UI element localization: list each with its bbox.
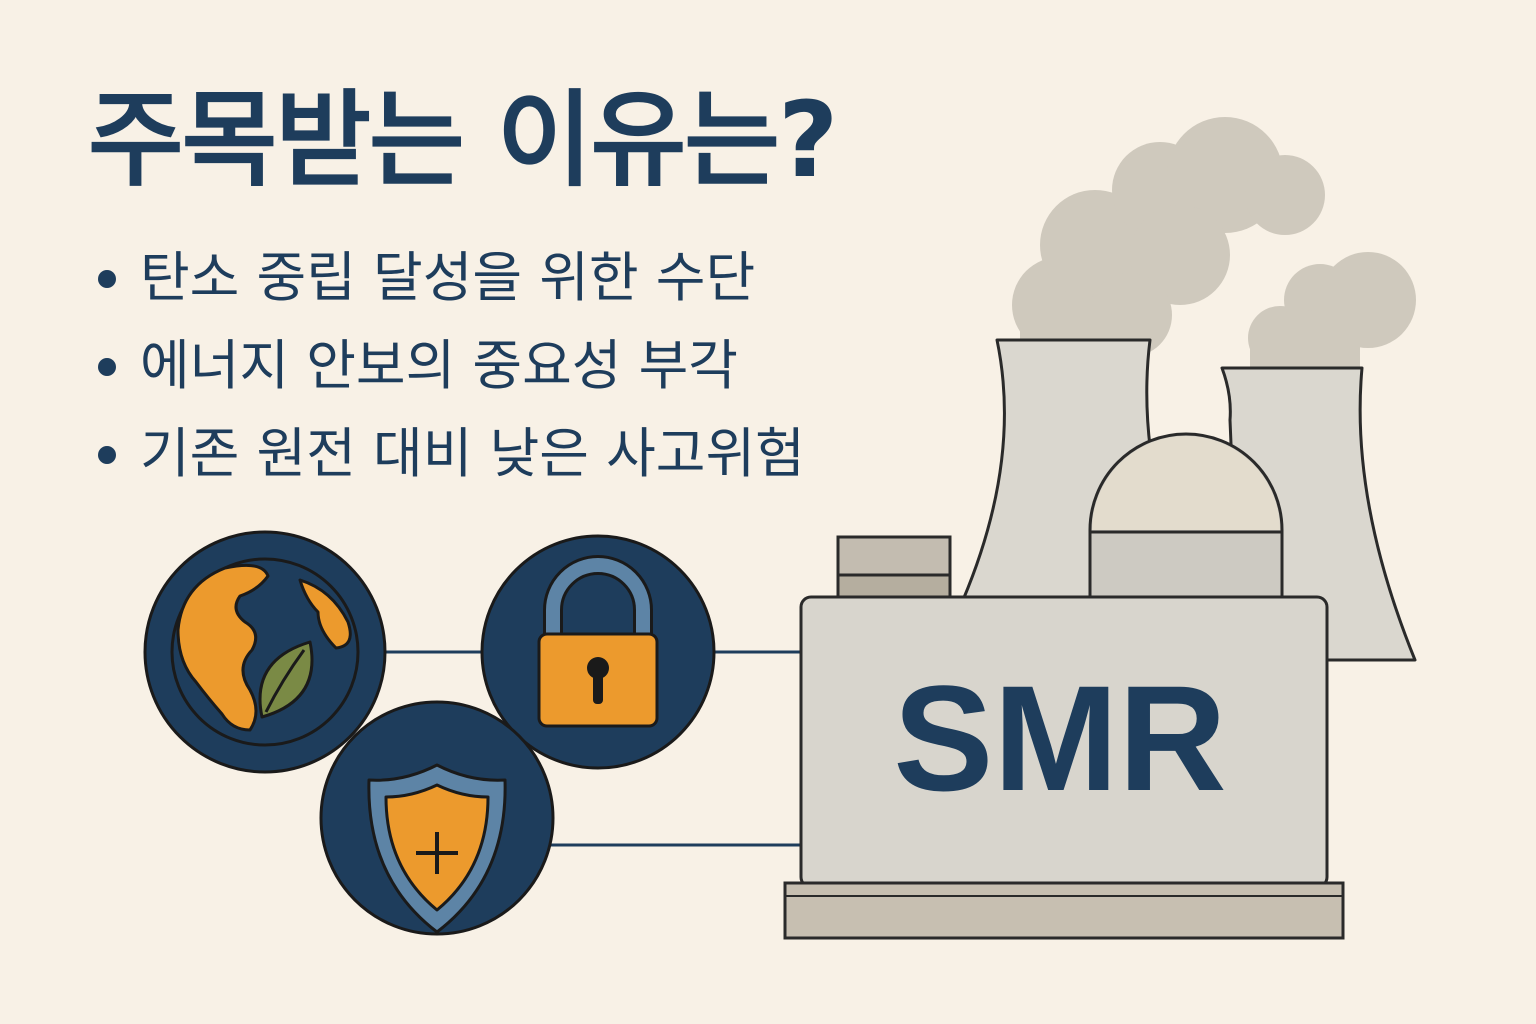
smr-module bbox=[783, 595, 1345, 940]
reason-item-carbon-neutral: 탄소 중립 달성을 위한 수단 bbox=[96, 240, 805, 328]
padlock-icon bbox=[480, 534, 716, 770]
reactor-dome bbox=[1088, 432, 1284, 602]
globe-leaf-icon bbox=[143, 530, 387, 774]
smr-label: SMR bbox=[893, 654, 1226, 822]
steam-plume-left bbox=[1012, 117, 1325, 357]
connector-lines bbox=[386, 650, 802, 847]
reason-item-low-accident-risk: 기존 원전 대비 낮은 사고위험 bbox=[96, 416, 805, 504]
page-title: 주목받는 이유는? bbox=[88, 79, 838, 201]
reason-list: 탄소 중립 달성을 위한 수단 에너지 안보의 중요성 부각 기존 원전 대비 … bbox=[96, 240, 805, 504]
steam-plume-right bbox=[1248, 252, 1416, 371]
reason-item-energy-security: 에너지 안보의 중요성 부각 bbox=[96, 328, 805, 416]
shield-plus-icon bbox=[319, 700, 555, 936]
auxiliary-block bbox=[836, 535, 952, 605]
